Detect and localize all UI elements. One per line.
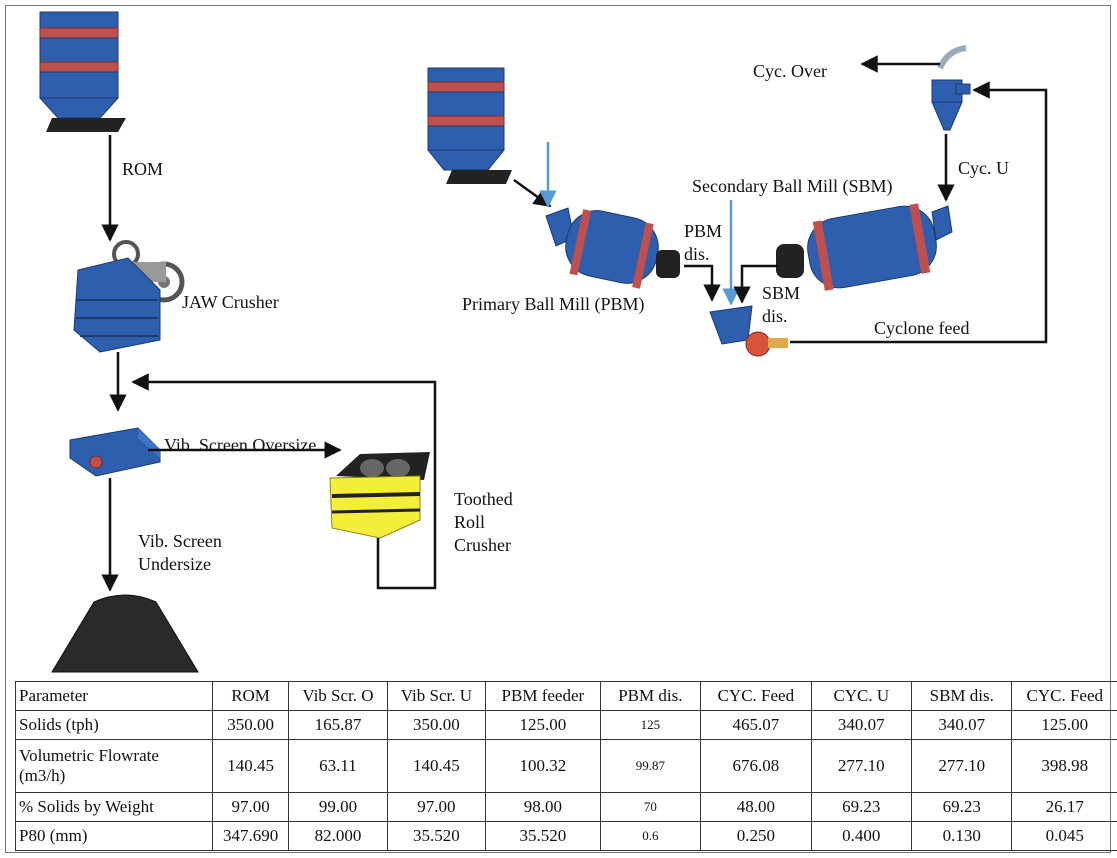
jaw-crusher-icon	[73, 240, 185, 353]
toothed-roll-crusher-icon	[329, 452, 430, 539]
row-label: Volumetric Flowrate (m3/h)	[15, 739, 213, 793]
rom-label: ROM	[122, 159, 164, 179]
secondary-ball-mill-label: Secondary Ball Mill (SBM)	[692, 176, 893, 196]
table-cell: 35.520	[485, 821, 601, 851]
table-cell: 98.00	[485, 792, 601, 822]
table-cell: 99.00	[288, 792, 388, 822]
header-cell: Parameter	[15, 681, 213, 711]
jaw-crusher-label: JAW Crusher	[182, 292, 279, 312]
secondary-ball-mill-icon	[776, 203, 953, 291]
cyclone-feed-arrow	[790, 81, 1048, 344]
table-cell: 63.11	[288, 739, 388, 793]
table-cell: 48.00	[700, 792, 812, 822]
table-row: P80 (mm) 347.690 82.000 35.520 35.520 0.…	[15, 821, 1117, 851]
table-cell: 0.6	[599, 821, 702, 851]
cyclone-feed-label: Cyclone feed	[874, 318, 970, 338]
sbm-discharge-arrow	[733, 264, 778, 304]
table-cell: 97.00	[386, 792, 487, 822]
header-cell: PBM dis.	[599, 681, 702, 711]
table-cell: 125.00	[1011, 710, 1117, 740]
cyc-u-label: Cyc. U	[958, 158, 1009, 178]
stream-data-table: Parameter ROM Vib Scr. O Vib Scr. U PBM …	[15, 681, 1117, 851]
table-cell: 0.130	[911, 821, 1013, 851]
header-cell: SBM dis.	[911, 681, 1013, 711]
table-cell: 70	[599, 792, 702, 822]
header-cell: PBM feeder	[485, 681, 601, 711]
table-cell: 277.10	[810, 739, 913, 793]
cyc-over-label: Cyc. Over	[753, 61, 827, 81]
vibrating-screen-icon	[69, 427, 161, 477]
table-cell: 125.00	[485, 710, 601, 740]
table-cell: 125	[599, 710, 702, 740]
table-cell: 140.45	[386, 739, 487, 793]
table-cell: 398.98	[1011, 739, 1117, 793]
flowsheet-diagram	[38, 11, 1048, 673]
table-cell: 69.23	[911, 792, 1013, 822]
table-cell: 0.250	[700, 821, 812, 851]
table-cell: 340.07	[911, 710, 1013, 740]
table-cell: 347.690	[211, 821, 290, 851]
stockpile-icon	[51, 594, 199, 673]
table-cell: 676.08	[700, 739, 812, 793]
table-row: % Solids by Weight 97.00 99.00 97.00 98.…	[15, 792, 1117, 822]
header-cell: CYC. Feed	[700, 681, 812, 711]
toothed-roll-crusher-label: Toothed Roll Crusher	[454, 489, 513, 555]
hopper-to-pbm-arrow	[513, 178, 552, 208]
table-row: Volumetric Flowrate (m3/h) 140.45 63.11 …	[15, 739, 1117, 793]
primary-ball-mill-icon	[545, 207, 680, 289]
pbm-feed-hopper-icon	[426, 67, 512, 184]
table-cell: 69.23	[810, 792, 913, 822]
header-cell: Vib Scr. U	[386, 681, 487, 711]
pbm-dis-label: PBM dis.	[684, 221, 723, 264]
table-cell: 165.87	[288, 710, 388, 740]
table-cell: 82.000	[288, 821, 388, 851]
table-cell: 100.32	[485, 739, 601, 793]
pbm-discharge-arrow	[684, 264, 721, 302]
table-header-row: Parameter ROM Vib Scr. O Vib Scr. U PBM …	[15, 681, 1117, 711]
table-cell: 99.87	[599, 739, 702, 793]
sbm-dis-label: SBM dis.	[762, 283, 801, 326]
table-cell: 350.00	[386, 710, 487, 740]
header-cell: CYC. U	[810, 681, 913, 711]
sump-pump-icon	[709, 305, 788, 357]
table-cell: 0.400	[810, 821, 913, 851]
rom-hopper-icon	[38, 11, 126, 132]
table-cell: 277.10	[911, 739, 1013, 793]
table-cell: 35.520	[386, 821, 487, 851]
primary-ball-mill-label: Primary Ball Mill (PBM)	[462, 294, 645, 314]
crusher-recycle-arrow	[131, 373, 437, 590]
table-row: Solids (tph) 350.00 165.87 350.00 125.00…	[15, 710, 1117, 740]
header-cell: ROM	[211, 681, 290, 711]
table-cell: 350.00	[211, 710, 290, 740]
vib-screen-undersize-label: Vib. Screen Undersize	[138, 531, 222, 574]
row-label: P80 (mm)	[15, 821, 213, 851]
vib-screen-oversize-label: Vib. Screen Oversize	[164, 435, 317, 455]
header-cell: Vib Scr. O	[288, 681, 388, 711]
row-label: Solids (tph)	[15, 710, 213, 740]
header-cell: CYC. Feed	[1011, 681, 1117, 711]
row-label: % Solids by Weight	[15, 792, 213, 822]
table-cell: 340.07	[810, 710, 913, 740]
table-cell: 26.17	[1011, 792, 1117, 822]
cyclone-icon	[931, 45, 971, 131]
table-cell: 140.45	[211, 739, 290, 793]
table-cell: 0.045	[1011, 821, 1117, 851]
table-cell: 97.00	[211, 792, 290, 822]
table-cell: 465.07	[700, 710, 812, 740]
